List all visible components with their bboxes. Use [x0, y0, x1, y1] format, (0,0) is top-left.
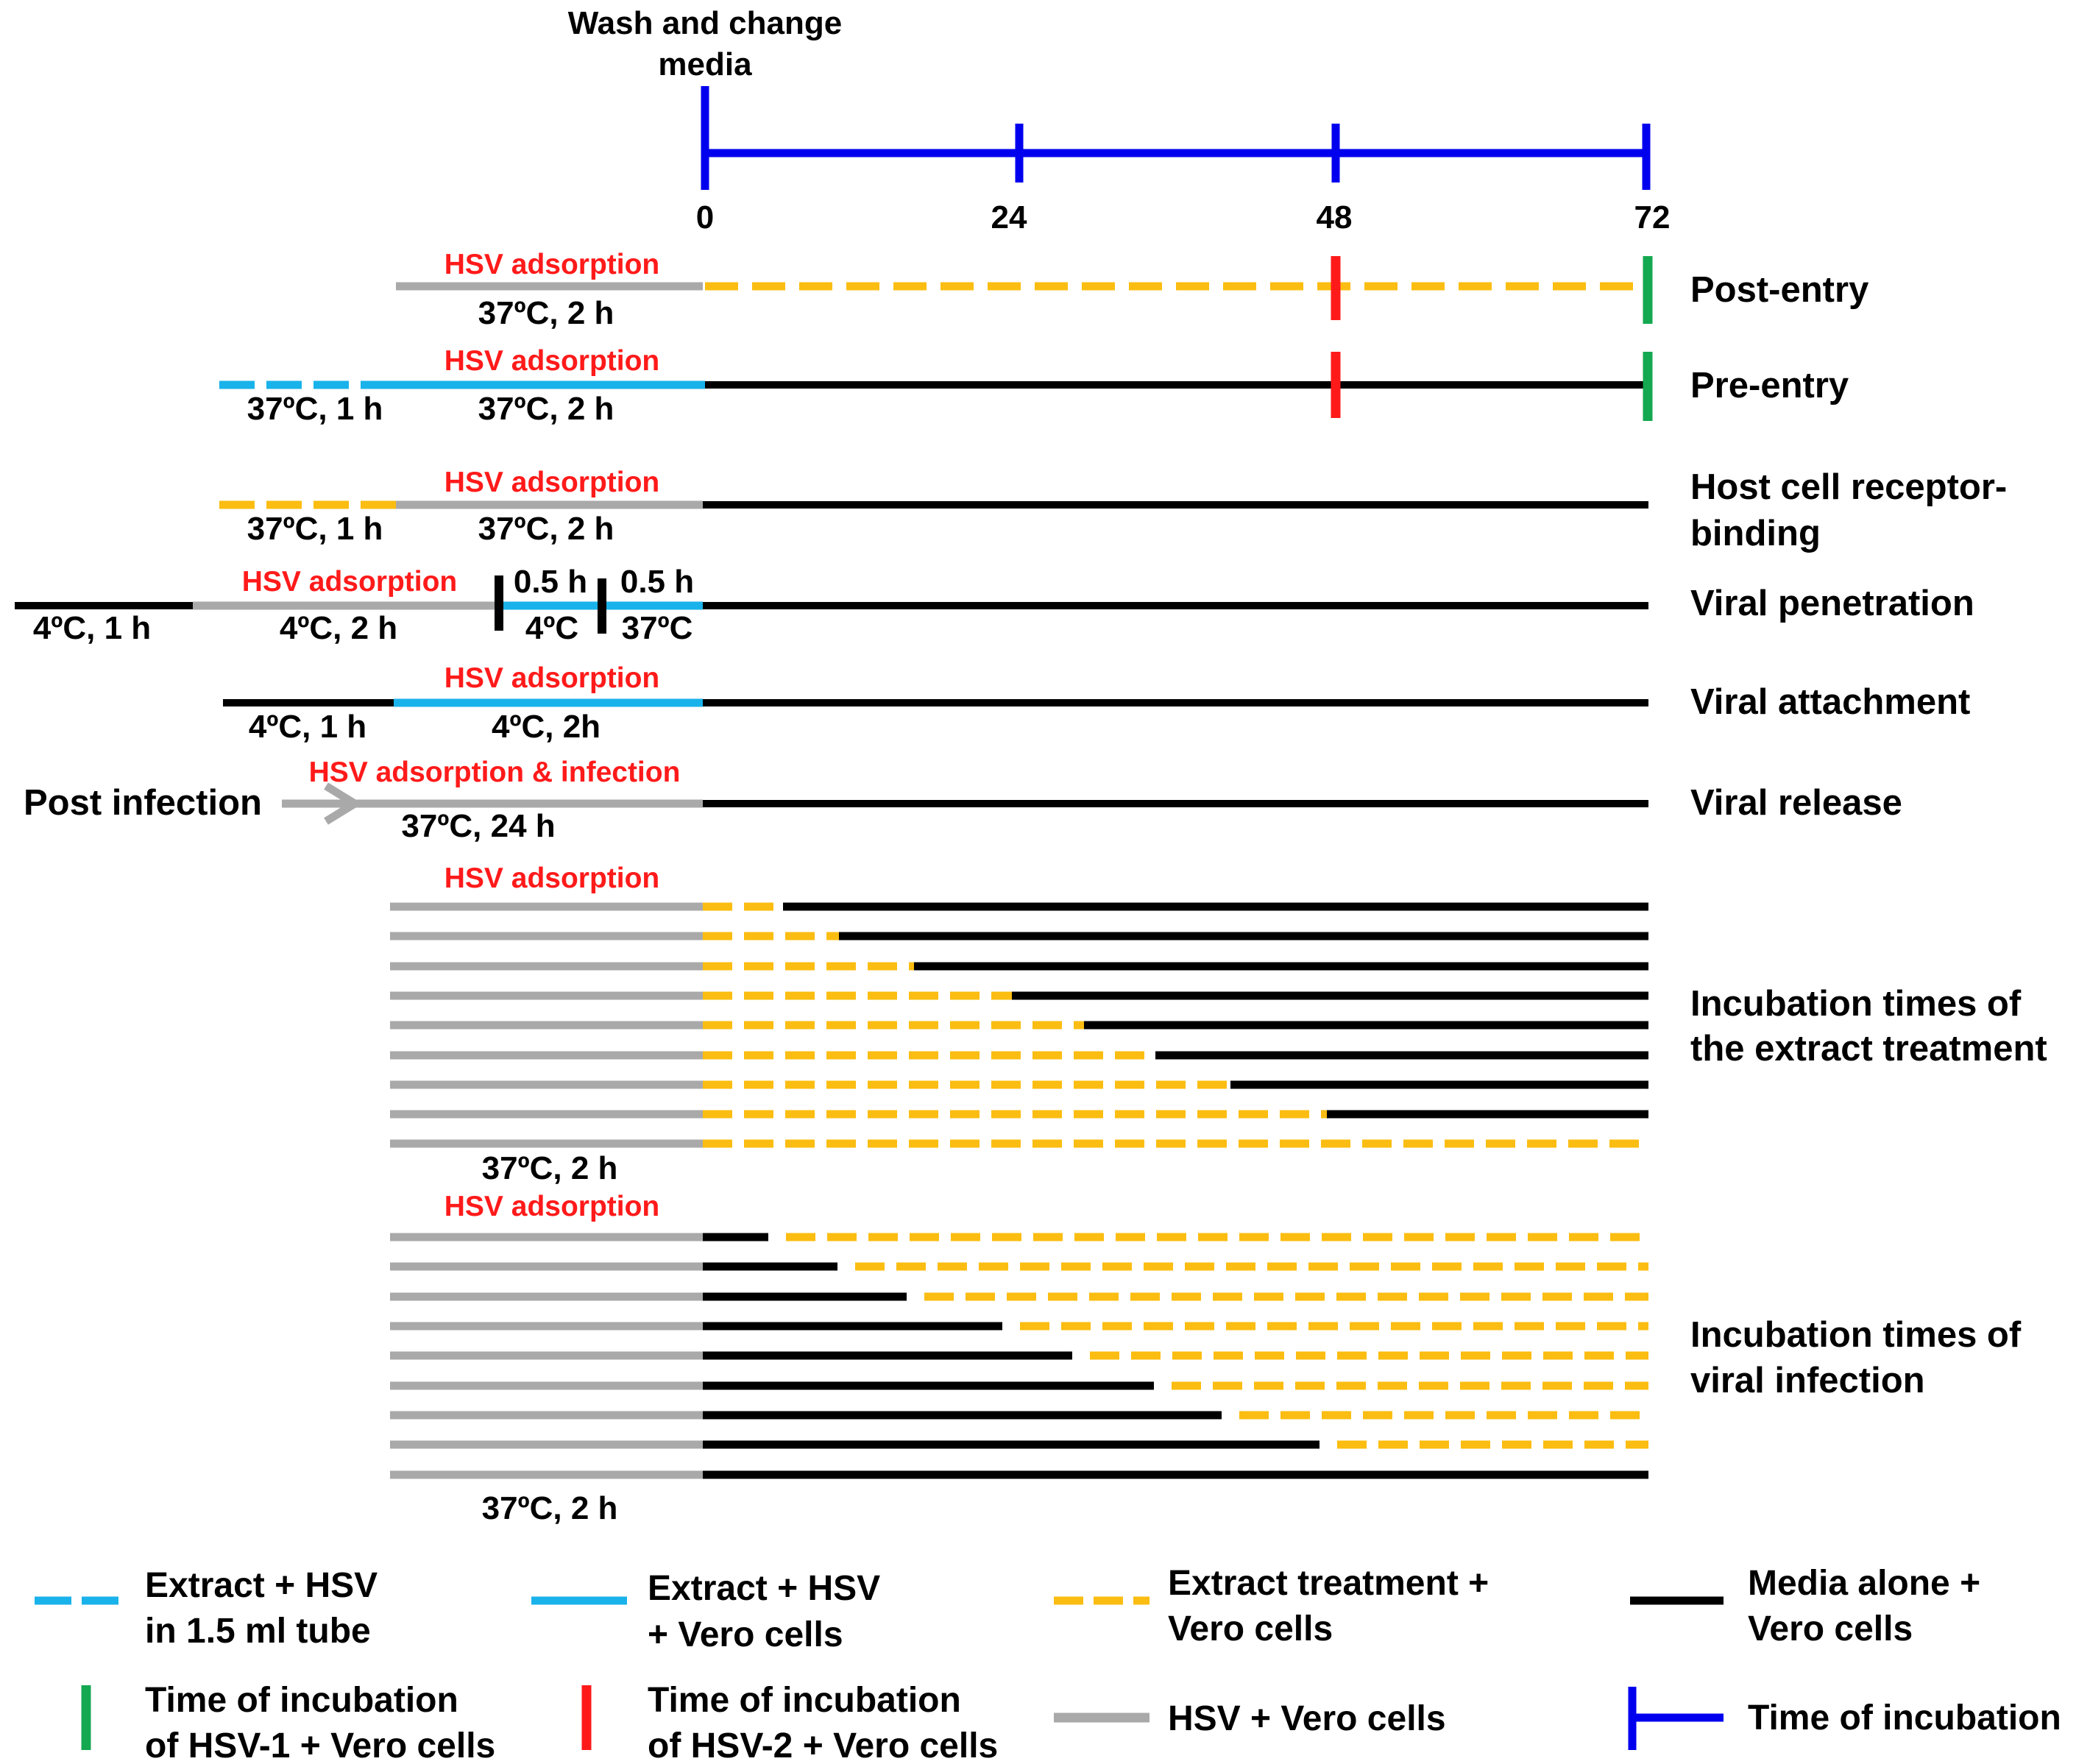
post-infection-label: Post infection [24, 783, 262, 823]
legend-green-tick-text-2: of HSV-1 + Vero cells [145, 1726, 495, 1764]
attachment-time2-label: 4ºC, 2h [492, 709, 601, 745]
row-host-cell-binding: HSV adsorption 37ºC, 1 h 37ºC, 2 h Host … [219, 467, 2007, 553]
extract-times-time-label: 37ºC, 2 h [482, 1150, 618, 1186]
host-cell-time1-label: 37ºC, 1 h [247, 511, 383, 547]
group-extract-treatment-times: HSV adsorption 37ºC, 2 h Incubation time… [390, 862, 2047, 1186]
penetration-row-label: Viral penetration [1690, 584, 1974, 623]
pre-entry-row-label: Pre-entry [1690, 366, 1849, 405]
infection-times-adsorption-label: HSV adsorption [444, 1191, 660, 1222]
extract-times-adsorption-label: HSV adsorption [444, 862, 660, 894]
pre-entry-time1-label: 37ºC, 1 h [247, 391, 383, 427]
legend-red-tick-text-1: Time of incubation [648, 1681, 961, 1720]
legend-cyan-dashed-text-1: Extract + HSV [145, 1566, 378, 1605]
infection-times-row-label-1: Incubation times of [1690, 1315, 2022, 1355]
host-cell-time2-label: 37ºC, 2 h [478, 511, 614, 547]
row-viral-penetration: HSV adsorption 0.5 h 0.5 h 4ºC, 1 h 4ºC,… [15, 564, 1974, 646]
timeline: Wash and change media 0 24 48 72 [568, 5, 1671, 235]
penetration-time1-label: 4ºC, 1 h [33, 610, 151, 646]
legend-item-red-tick: Time of incubation of HSV-2 + Vero cells [581, 1681, 998, 1764]
post-entry-adsorption-label: HSV adsorption [444, 249, 660, 280]
extract-times-rows [390, 902, 1648, 1148]
timeline-header-line2: media [658, 46, 752, 82]
legend-blue-tick-text-1: Time of incubation [1748, 1699, 2061, 1738]
legend-item-cyan-solid: Extract + HSV + Vero cells [531, 1569, 880, 1654]
legend-item-green-tick: Time of incubation of HSV-1 + Vero cells [81, 1681, 495, 1764]
host-cell-row-label-1: Host cell receptor- [1690, 467, 2007, 507]
penetration-half-hour-2: 0.5 h [620, 564, 694, 600]
legend-gray-solid-text-1: HSV + Vero cells [1168, 1699, 1446, 1738]
legend-item-gold-dashed: Extract treatment + Vero cells [1054, 1564, 1489, 1648]
legend-item-gray-solid: HSV + Vero cells [1054, 1699, 1446, 1738]
penetration-half-hour-1: 0.5 h [514, 564, 587, 600]
timeline-label-24: 24 [991, 199, 1027, 235]
legend-item-black-solid: Media alone + Vero cells [1630, 1564, 1980, 1648]
host-cell-adsorption-label: HSV adsorption [444, 467, 660, 498]
legend-red-tick-text-2: of HSV-2 + Vero cells [648, 1726, 998, 1764]
timeline-label-48: 48 [1317, 199, 1353, 235]
infection-times-time-label: 37ºC, 2 h [482, 1490, 618, 1526]
attachment-adsorption-label: HSV adsorption [444, 662, 660, 694]
legend-black-solid-text-2: Vero cells [1748, 1609, 1913, 1648]
legend-black-solid-text-1: Media alone + [1748, 1564, 1980, 1603]
timeline-header-line1: Wash and change [568, 5, 842, 41]
legend-cyan-solid-text-2: + Vero cells [648, 1615, 843, 1654]
attachment-time1-label: 4ºC, 1 h [249, 709, 366, 745]
group-viral-infection-times: HSV adsorption 37ºC, 2 h Incubation time… [390, 1191, 2022, 1526]
timeline-label-0: 0 [696, 199, 714, 235]
post-infection-arrow-icon [324, 782, 363, 825]
penetration-4c-label: 4ºC [525, 610, 578, 646]
row-viral-release: HSV adsorption & infection Post infectio… [24, 757, 1902, 844]
attachment-row-label: Viral attachment [1690, 682, 1970, 722]
timeline-label-72: 72 [1634, 199, 1671, 235]
row-viral-attachment: HSV adsorption 4ºC, 1 h 4ºC, 2h Viral at… [223, 662, 1970, 745]
row-pre-entry: HSV adsorption 37ºC, 1 h 37ºC, 2 h Pre-e… [219, 345, 1849, 427]
legend-item-blue-tick: Time of incubation [1628, 1687, 2061, 1750]
extract-times-row-label-1: Incubation times of [1690, 984, 2022, 1024]
extract-times-row-label-2: the extract treatment [1690, 1029, 2047, 1069]
infection-times-row-label-2: viral infection [1690, 1361, 1925, 1400]
post-entry-row-label: Post-entry [1690, 270, 1868, 310]
infection-times-rows [390, 1233, 1648, 1479]
post-entry-time-label: 37ºC, 2 h [478, 295, 614, 331]
penetration-adsorption-label: HSV adsorption [242, 566, 458, 598]
pre-entry-adsorption-label: HSV adsorption [444, 345, 660, 377]
legend-cyan-solid-text-1: Extract + HSV [648, 1569, 880, 1608]
legend-cyan-dashed-text-2: in 1.5 ml tube [145, 1612, 371, 1651]
legend-gold-dashed-text-1: Extract treatment + [1168, 1564, 1489, 1603]
release-row-label: Viral release [1690, 783, 1902, 823]
release-time-label: 37ºC, 24 h [401, 808, 555, 844]
legend-item-cyan-dashed: Extract + HSV in 1.5 ml tube [35, 1566, 378, 1651]
penetration-time2-label: 4ºC, 2 h [280, 610, 397, 646]
penetration-37c-label: 37ºC [622, 610, 693, 646]
legend: Extract + HSV in 1.5 ml tube Extract + H… [35, 1564, 2061, 1764]
row-post-entry: HSV adsorption 37ºC, 2 h Post-entry [396, 249, 1868, 331]
pre-entry-time2-label: 37ºC, 2 h [478, 391, 614, 427]
legend-gold-dashed-text-2: Vero cells [1168, 1609, 1333, 1648]
legend-green-tick-text-1: Time of incubation [145, 1681, 458, 1720]
host-cell-row-label-2: binding [1690, 514, 1821, 553]
release-adsorption-label: HSV adsorption & infection [309, 757, 681, 788]
